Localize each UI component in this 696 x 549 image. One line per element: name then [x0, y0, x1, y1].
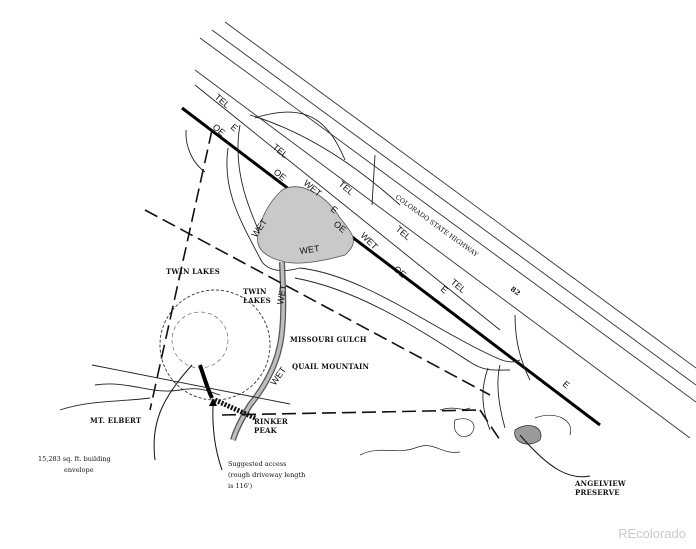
label-tel-4: TEL [394, 224, 413, 242]
envelope-arc [198, 364, 214, 399]
label-tel-2: TEL [271, 142, 290, 160]
label-missouri-gulch: MISSOURI GULCH [290, 335, 367, 344]
callout-leaders [153, 364, 591, 478]
note-access-line-3: is 116') [228, 482, 253, 490]
label-highway: COLORADO STATE HIGHWAY [394, 193, 480, 259]
watermark: REcolorado [618, 526, 686, 541]
label-tel-1: TEL [213, 92, 232, 110]
local-roads [226, 111, 531, 431]
note-envelope-line-2: envelope [64, 466, 94, 474]
label-twin-lakes-upper: TWIN LAKES [166, 267, 220, 276]
highway-lines [194, 21, 696, 439]
note-suggested-access: Suggested access (rough driveway length … [228, 460, 307, 490]
label-tel-5: TEL [449, 277, 468, 295]
label-e-3: E [439, 284, 450, 296]
label-e-1: E [229, 122, 240, 134]
property-boundary [144, 129, 501, 441]
telephone-line [194, 84, 501, 331]
label-wet-3: WET [299, 243, 321, 256]
overhead-electric-line [181, 106, 601, 427]
label-oe-1: OE [211, 122, 227, 138]
access-arrow [209, 398, 217, 406]
label-oe-2: OE [272, 167, 288, 183]
access-driveway [213, 397, 257, 421]
label-tel-3: TEL [337, 179, 356, 197]
label-highway-number: 82 [509, 284, 523, 297]
note-access-line-2: (rough driveway length [228, 471, 305, 479]
note-envelope-line-1: 15,283 sq. ft. building [38, 455, 111, 463]
label-quail-mountain: QUAIL MOUNTAIN [292, 362, 370, 371]
wetland-area [257, 186, 354, 264]
note-building-envelope: 15,283 sq. ft. building envelope [38, 455, 113, 474]
label-e-4: E [561, 379, 572, 391]
label-wet-5: WET [275, 283, 288, 305]
label-mt-elbert: MT. ELBERT [90, 416, 142, 425]
terrain-sketch [359, 407, 572, 456]
label-e-2: E [329, 204, 340, 216]
misc-lines [59, 129, 376, 411]
note-access-line-1: Suggested access [228, 460, 287, 468]
